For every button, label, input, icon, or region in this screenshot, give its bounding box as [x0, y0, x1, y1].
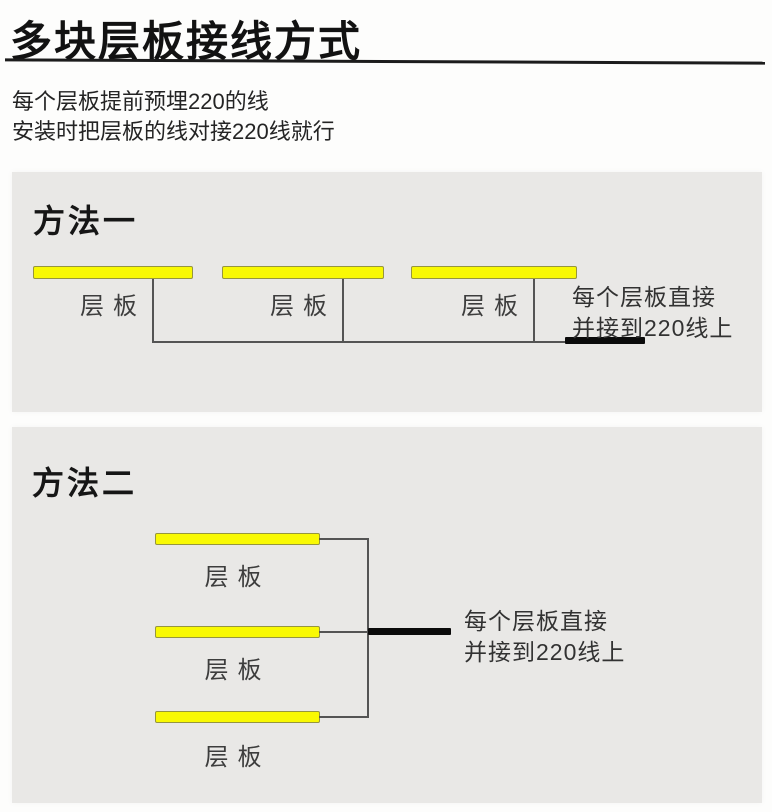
shelf-bar — [222, 266, 384, 279]
wire-220-line — [565, 337, 645, 344]
page-title: 多块层板接线方式 — [10, 18, 363, 65]
method-2-panel: 方法二 层板 层板 层板 每个层板直接 并接到220线上 — [12, 427, 762, 803]
method-1-panel: 方法一 层板 层板 层板 每个层板直接 并接到220线上 — [12, 172, 762, 412]
shelf-bar — [411, 266, 577, 279]
wire-220-line — [368, 628, 451, 635]
method-2-note: 每个层板直接 并接到220线上 — [464, 606, 625, 668]
shelf-label: 层板 — [204, 744, 271, 771]
subtitle-line-2: 安装时把层板的线对接220线就行 — [12, 119, 335, 144]
wire-drop-line — [152, 279, 154, 342]
shelf-bar — [155, 711, 320, 723]
note-line-2: 并接到220线上 — [572, 315, 734, 341]
wire-branch-line — [319, 631, 367, 633]
shelf-bar — [155, 533, 320, 545]
method-2-heading: 方法二 — [32, 465, 138, 501]
subtitle-line-1: 每个层板提前预埋220的线 — [12, 89, 269, 114]
shelf-label: 层板 — [270, 293, 336, 320]
shelf-label: 层板 — [461, 293, 527, 320]
wire-branch-line — [319, 716, 367, 718]
shelf-bar — [33, 266, 193, 279]
wire-drop-line — [533, 279, 535, 342]
note-line-1: 每个层板直接 — [464, 608, 608, 634]
shelf-bar — [155, 626, 320, 638]
note-line-1: 每个层板直接 — [572, 284, 716, 310]
wire-branch-line — [319, 538, 367, 540]
wire-drop-line — [342, 279, 344, 342]
shelf-label: 层板 — [204, 657, 271, 684]
wire-bus-line — [152, 341, 567, 343]
note-line-2: 并接到220线上 — [464, 639, 626, 665]
method-1-note: 每个层板直接 并接到220线上 — [572, 282, 733, 344]
shelf-label: 层板 — [80, 293, 146, 320]
method-1-heading: 方法一 — [33, 203, 139, 239]
shelf-label: 层板 — [204, 564, 271, 591]
